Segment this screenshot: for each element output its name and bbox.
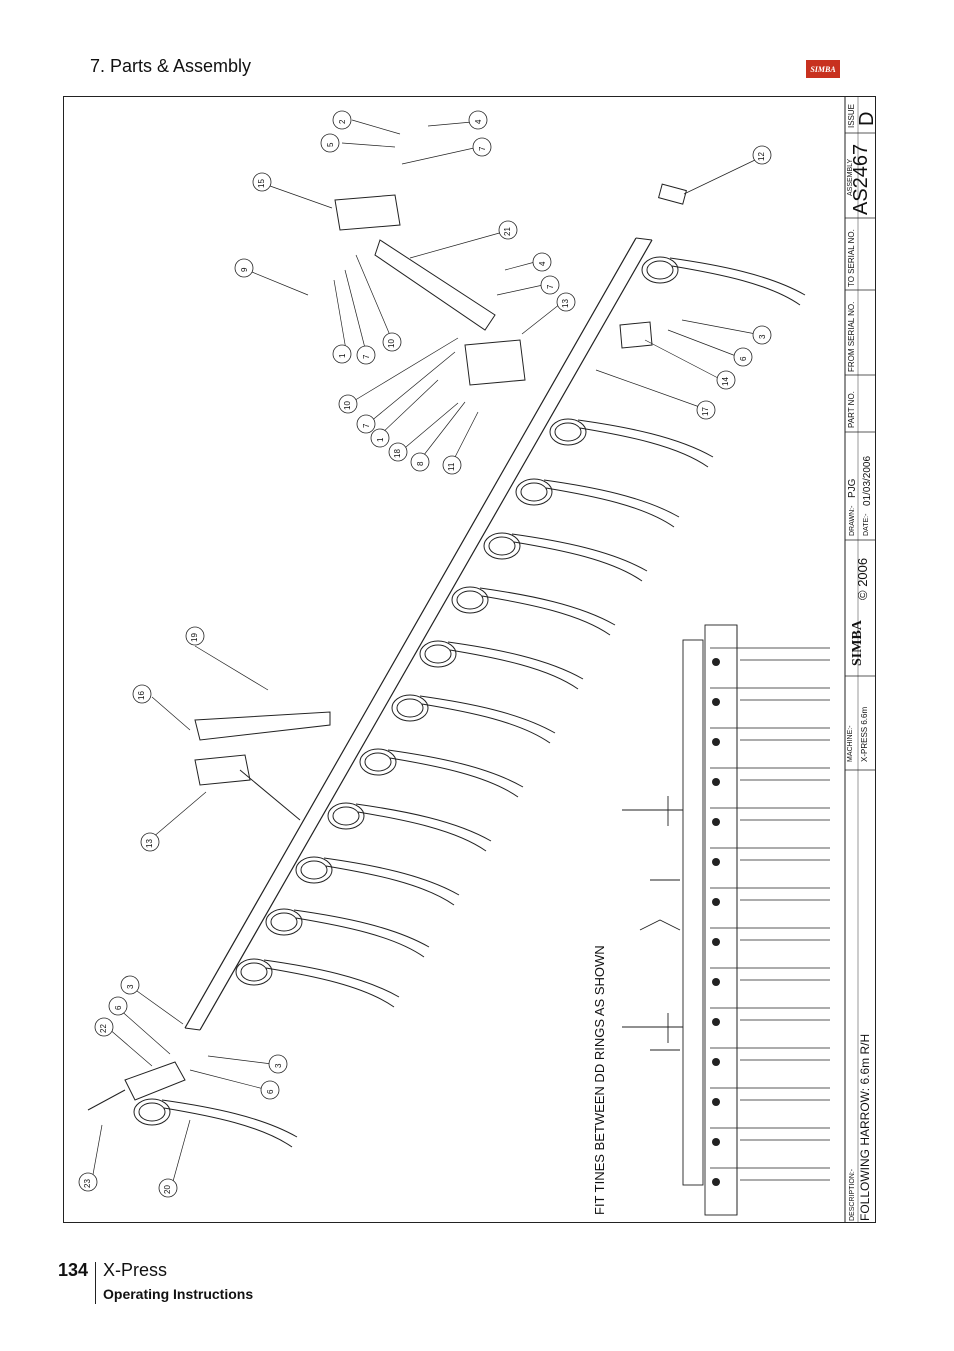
callout-1: 1 (338, 353, 347, 358)
callout-6b: 6 (114, 1005, 123, 1010)
callout-6c: 6 (266, 1089, 275, 1094)
assembly-note: FIT TINES BETWEEN DD RINGS AS SHOWN (592, 945, 607, 1215)
issue-label: ISSUE (847, 103, 856, 128)
callout-4: 4 (474, 119, 483, 124)
callout-6: 6 (739, 356, 748, 361)
callout-2: 2 (338, 119, 347, 124)
drawn-label: DRAWN:- (849, 505, 856, 536)
callout-8: 8 (416, 461, 425, 466)
description-label: DESCRIPTION:- (849, 1168, 856, 1221)
callout-3: 3 (758, 334, 767, 339)
drawing-frame (63, 96, 876, 1223)
callout-21: 21 (503, 227, 512, 236)
callout-18: 18 (393, 449, 402, 458)
footer-divider (95, 1262, 96, 1304)
callout-7b: 7 (546, 284, 555, 289)
callout-16: 16 (137, 691, 146, 700)
callout-23: 23 (83, 1179, 92, 1188)
date-value: 01/03/2006 (862, 455, 873, 506)
part-no-label: PART NO. (847, 391, 856, 428)
page-number: 134 (58, 1260, 89, 1280)
machine-label: MACHINE:- (847, 725, 854, 762)
footer-subtitle: Operating Instructions (103, 1286, 254, 1302)
callout-12: 12 (757, 152, 766, 161)
callout-14: 14 (721, 377, 730, 386)
callout-9: 9 (240, 267, 249, 272)
callout-17: 17 (701, 407, 710, 416)
callout-19: 19 (190, 633, 199, 642)
callout-3b: 3 (126, 984, 135, 989)
drawn-value: PJG (847, 478, 858, 498)
callout-10b: 10 (343, 401, 352, 410)
callout-13b: 13 (145, 839, 154, 848)
copyright: © 2006 (855, 557, 870, 600)
product-name: X-Press (103, 1260, 168, 1280)
callout-22: 22 (99, 1024, 108, 1033)
issue-value: D (856, 111, 878, 126)
assembly-number: AS2467 (850, 143, 872, 215)
callout-11: 11 (447, 462, 456, 471)
description-value: FOLLOWING HARROW: 6.6m R/H (858, 1033, 872, 1221)
brand-logo: SIMBA (806, 60, 840, 78)
to-serial-label: TO SERIAL NO. (847, 229, 856, 287)
callout-5: 5 (326, 142, 335, 147)
callout-4b: 4 (538, 261, 547, 266)
simba-brand: SIMBA (850, 620, 865, 666)
callout-7c: 7 (362, 354, 371, 359)
machine-value: X-PRESS 6.6m (860, 706, 869, 762)
callout-3c: 3 (274, 1063, 283, 1068)
date-label: DATE:- (863, 513, 870, 536)
section-header: 7. Parts & Assembly (90, 56, 252, 76)
callout-1b: 1 (376, 437, 385, 442)
from-serial-label: FROM SERIAL NO. (847, 301, 856, 372)
callout-7d: 7 (362, 423, 371, 428)
callout-20: 20 (163, 1185, 172, 1194)
callout-7: 7 (478, 146, 487, 151)
callout-10: 10 (387, 339, 396, 348)
callout-15: 15 (257, 179, 266, 188)
callout-13: 13 (561, 299, 570, 308)
